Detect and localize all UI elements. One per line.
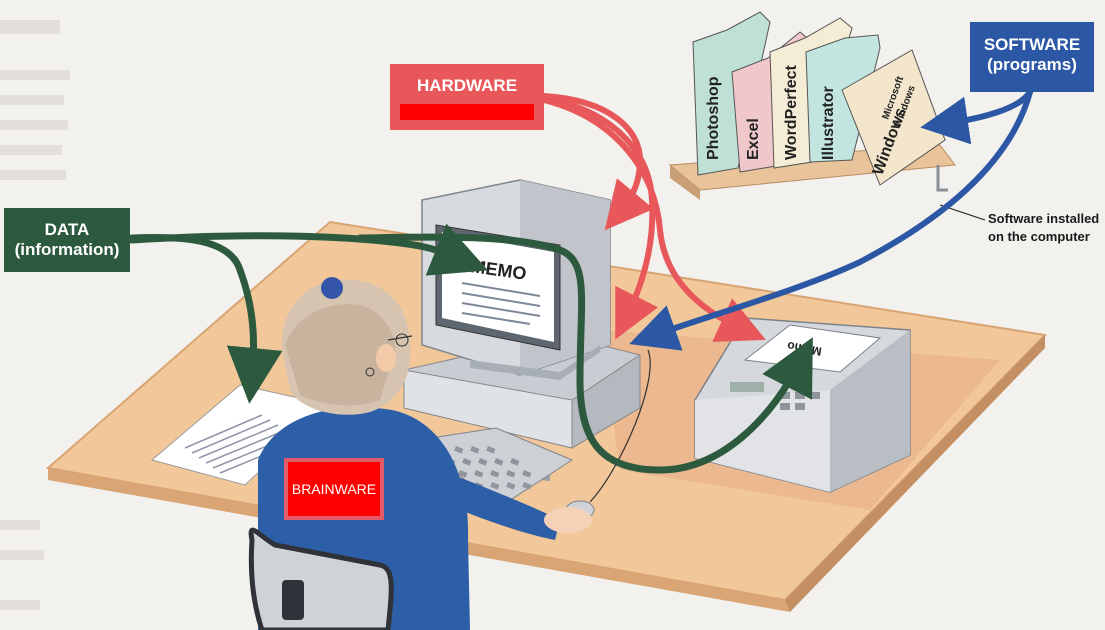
software-label: SOFTWARE (programs) <box>970 22 1094 92</box>
hardware-label: HARDWARE <box>390 64 544 130</box>
hardware-arrows <box>541 93 766 342</box>
software-caption-line1: Software installed <box>988 211 1100 226</box>
hardware-label-text: HARDWARE <box>416 76 518 95</box>
data-label-line1: DATA <box>44 220 90 239</box>
software-arrows <box>629 89 1033 351</box>
book-illustrator: Illustrator <box>820 86 837 160</box>
software-caption-line2: on the computer <box>988 228 1090 244</box>
redaction-bar <box>400 104 534 120</box>
data-label-line2: (information) <box>14 239 120 259</box>
brainware-label: BRAINWARE <box>284 458 384 520</box>
books <box>692 11 946 186</box>
mouse-cable <box>589 349 651 503</box>
data-arrows <box>128 223 813 474</box>
background-ghost-text <box>0 20 70 610</box>
software-label-line1: SOFTWARE <box>983 35 1081 54</box>
chair <box>248 527 394 630</box>
book-wordperfect: WordPerfect <box>783 64 800 160</box>
software-label-line2: (programs) <box>987 54 1077 74</box>
book-photoshop: Photoshop <box>705 76 722 160</box>
software-installed-caption: Software installed on the computer <box>988 210 1100 245</box>
book-excel: Excel <box>745 118 762 160</box>
data-label: DATA (information) <box>4 208 130 272</box>
